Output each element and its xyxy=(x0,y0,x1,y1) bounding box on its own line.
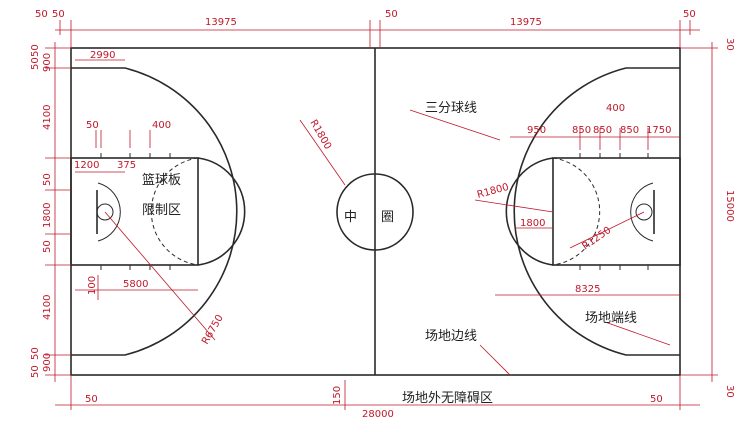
right-restricted-arc xyxy=(630,182,654,242)
dim-left-50b: 50 xyxy=(30,57,41,70)
dim-r6750: R6750 xyxy=(200,313,226,347)
dim-top-left-50a: 50 xyxy=(35,9,48,20)
dim-8325: 8325 xyxy=(575,284,600,295)
dim-50: 50 xyxy=(86,120,99,131)
right-key xyxy=(552,157,681,266)
dim-left-50-mid1: 50 xyxy=(42,173,53,186)
left-hoop xyxy=(96,203,114,221)
dim-5800: 5800 xyxy=(123,279,148,290)
dim-2990: 2990 xyxy=(90,50,115,61)
dim-top-center: 50 xyxy=(385,9,398,20)
dim-bottom-28000: 28000 xyxy=(362,409,394,420)
dimension-lines xyxy=(45,20,718,410)
dim-1800-h: 1800 xyxy=(520,218,545,229)
dim-right-30-bottom: 30 xyxy=(724,385,734,398)
dim-1200: 1200 xyxy=(74,160,99,171)
dim-r1250: R1250 xyxy=(580,225,613,253)
dim-left-4100-top: 4100 xyxy=(42,105,53,130)
right-free-throw-arc-dash xyxy=(552,157,601,266)
dim-r1800-ft: R1800 xyxy=(476,182,510,201)
label-no-obstacle-zone: 场地外无障碍区 xyxy=(402,391,493,406)
dim-400-right: 400 xyxy=(606,103,625,114)
dim-top-half-left: 13975 xyxy=(205,17,237,28)
dim-100: 100 xyxy=(87,276,98,295)
dim-left-50c: 50 xyxy=(30,347,41,360)
right-hoop xyxy=(635,203,653,221)
dim-bottom-150: 150 xyxy=(332,386,343,405)
dim-400-left: 400 xyxy=(152,120,171,131)
dim-bottom-50-left: 50 xyxy=(85,394,98,405)
left-free-throw-arc xyxy=(197,157,246,266)
dim-850b: 850 xyxy=(593,125,612,136)
right-lane-marks xyxy=(579,153,649,270)
dim-top-half-right: 13975 xyxy=(510,17,542,28)
dim-left-900-bottom: 900 xyxy=(42,353,53,372)
left-restricted-arc xyxy=(97,182,121,242)
dim-left-50d: 50 xyxy=(30,365,41,378)
dim-375: 375 xyxy=(117,160,136,171)
dim-950: 950 xyxy=(527,125,546,136)
dim-r1800-center: R1800 xyxy=(307,118,333,152)
right-three-point-line xyxy=(513,67,680,356)
dim-top-left-50b: 50 xyxy=(52,9,65,20)
dim-left-4100-bottom: 4100 xyxy=(42,295,53,320)
center-circle xyxy=(336,173,414,251)
label-three-point-line: 三分球线 xyxy=(425,101,477,116)
dim-850c: 850 xyxy=(620,125,639,136)
dim-left-50-mid2: 50 xyxy=(42,240,53,253)
dim-right-15000: 15000 xyxy=(724,190,734,222)
label-backboard: 篮球板 xyxy=(142,173,181,188)
dim-left-1800: 1800 xyxy=(42,203,53,228)
label-restricted-area: 限制区 xyxy=(142,203,181,218)
dim-bottom-50-right: 50 xyxy=(650,394,663,405)
label-sideline: 场地边线 xyxy=(425,329,477,344)
left-key xyxy=(70,157,199,266)
label-center-circle-b: 圈 xyxy=(381,210,394,225)
dim-left-50a: 50 xyxy=(30,44,41,57)
left-free-throw-arc-dash xyxy=(150,157,199,266)
dim-top-right-50: 50 xyxy=(683,9,696,20)
right-free-throw-arc xyxy=(505,157,554,266)
label-center-circle-a: 中 xyxy=(344,210,357,225)
dim-left-900-top: 900 xyxy=(42,53,53,72)
label-endline: 场地端线 xyxy=(585,311,637,326)
left-lane-marks xyxy=(100,153,171,270)
dim-right-30-top: 30 xyxy=(724,38,734,51)
dim-850a: 850 xyxy=(572,125,591,136)
left-three-point-line xyxy=(71,67,238,356)
dim-1750: 1750 xyxy=(646,125,671,136)
